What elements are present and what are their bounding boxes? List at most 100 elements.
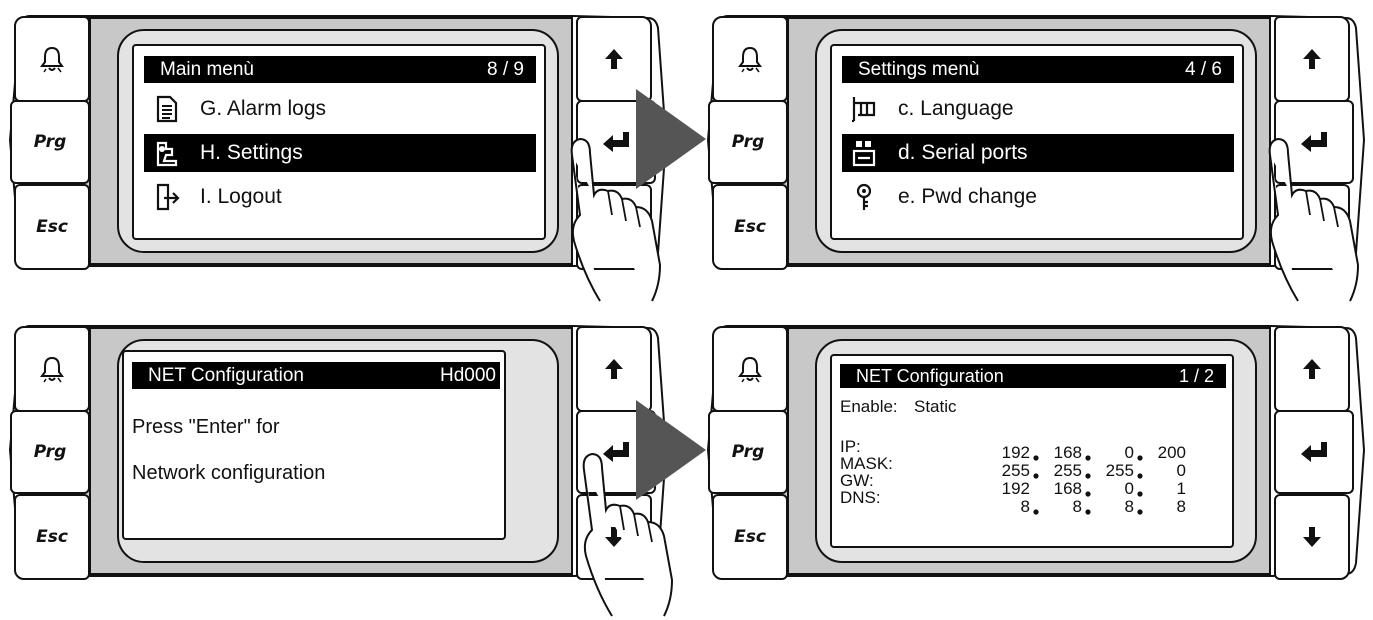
menu-item-alarm-logs[interactable]: G. Alarm logs [144,90,536,128]
lcd-screen: NET Configuration 1 / 2 Enable: Static I… [830,354,1234,548]
screen-code: Hd000 [440,365,496,386]
mask-octet-2[interactable]: 255 [1053,461,1082,480]
page-indicator: 1 / 2 [1178,366,1214,386]
screen-title: NET Configuration [856,366,1004,386]
serial-port-icon [852,141,876,167]
menu-item-label: c. Language [898,97,1014,120]
panel-net-config-static: Prg Esc NET Configuration 1 / 2 Enable: … [706,318,1366,593]
title-bar: Settings menù 4 / 6 [842,56,1234,83]
prg-button[interactable]: Prg [10,100,90,184]
instruction-line-1: Press "Enter" for [132,416,280,438]
screen-title: Settings menù [858,59,980,80]
esc-button[interactable]: Esc [14,494,90,580]
dns-octet-1[interactable]: 8 [1020,497,1030,516]
row-label: GW: [840,471,874,490]
menu-item-language[interactable]: c. Language [842,90,1234,128]
prg-button[interactable]: Prg [708,100,788,184]
ip-octet-1[interactable]: 192 [1001,443,1030,462]
flag-icon [852,97,876,123]
screen-title: NET Configuration [148,365,304,386]
mask-octet-4[interactable]: 0 [1176,461,1186,480]
prg-label: Prg [33,132,67,152]
prg-button[interactable]: Prg [708,410,788,494]
alarm-button[interactable] [712,326,788,412]
row-label: IP: [840,437,861,456]
esc-label: Esc [734,527,766,547]
prg-button[interactable]: Prg [10,410,90,494]
title-bar: Main menù 8 / 9 [144,56,536,83]
esc-button[interactable]: Esc [712,184,788,270]
enter-arrow-icon [1301,132,1327,152]
lcd-screen: NET Configuration Hd000 Press "Enter" fo… [122,350,506,540]
page-indicator: 8 / 9 [487,59,524,80]
arrow-up-icon [1303,49,1321,69]
esc-label: Esc [734,217,766,237]
bell-icon [40,46,64,73]
ip-octet-2[interactable]: 168 [1053,443,1082,462]
arrow-up-icon [605,359,623,379]
document-icon [156,95,178,123]
title-bar: NET Configuration 1 / 2 [840,364,1226,388]
enter-button[interactable] [1274,410,1354,494]
title-bar: NET Configuration Hd000 [132,362,500,389]
prg-label: Prg [731,442,765,462]
alarm-button[interactable] [712,16,788,102]
alarm-button[interactable] [14,326,90,412]
panel-main-menu: Prg Esc Main menù 8 / 9 G. Alarm logs H.… [8,8,668,283]
arrow-up-icon [605,49,623,69]
alarm-button[interactable] [14,16,90,102]
dns-octet-2[interactable]: 8 [1072,497,1082,516]
up-button[interactable] [576,326,652,412]
wrench-icon [156,141,178,167]
esc-label: Esc [36,527,68,547]
pointing-hand-icon [570,137,662,302]
menu-item-serial-ports[interactable]: d. Serial ports [842,134,1234,172]
ip-octet-4[interactable]: 200 [1157,443,1186,462]
gw-octet-3[interactable]: 0 [1124,479,1134,498]
dns-octet-4[interactable]: 8 [1176,497,1186,516]
mask-octet-3[interactable]: 255 [1105,461,1134,480]
menu-item-label: d. Serial ports [898,141,1028,164]
gw-octet-1[interactable]: 192 [1001,479,1030,498]
arrow-down-icon [1303,527,1321,547]
logout-door-icon [156,183,180,211]
enter-arrow-icon [603,442,629,462]
row-label: MASK: [840,454,893,473]
right-arrow-icon [636,89,706,189]
ip-octet-3[interactable]: 0 [1124,443,1134,462]
lcd-screen: Settings menù 4 / 6 c. Language d. Seria… [830,44,1244,240]
esc-label: Esc [36,217,68,237]
gw-octet-2[interactable]: 168 [1053,479,1082,498]
bell-icon [738,356,762,383]
prg-label: Prg [33,442,67,462]
menu-item-label: G. Alarm logs [200,97,327,120]
page-indicator: 4 / 6 [1185,59,1222,80]
up-button[interactable] [1274,326,1350,412]
arrow-down-icon [605,527,623,547]
lcd-screen: Main menù 8 / 9 G. Alarm logs H. Setting… [132,44,546,240]
mask-octet-1[interactable]: 255 [1001,461,1030,480]
screen-title: Main menù [160,59,254,80]
down-button[interactable] [1274,494,1350,580]
menu-item-logout[interactable]: I. Logout [144,178,536,216]
key-icon [856,183,872,210]
enable-value[interactable]: Static [914,397,957,416]
up-button[interactable] [1274,16,1350,102]
bell-icon [738,46,762,73]
panel-settings-menu: Prg Esc Settings menù 4 / 6 c. Language … [706,8,1366,283]
panel-net-config-intro: Prg Esc NET Configuration Hd000 Press "E… [8,318,668,593]
menu-item-label: I. Logout [200,185,282,208]
esc-button[interactable]: Esc [712,494,788,580]
menu-item-settings[interactable]: H. Settings [144,134,536,172]
gw-octet-4[interactable]: 1 [1176,479,1186,498]
enter-arrow-icon [1301,442,1327,462]
prg-label: Prg [731,132,765,152]
octet-separators [1033,455,1143,515]
row-label: DNS: [840,488,881,507]
esc-button[interactable]: Esc [14,184,90,270]
menu-item-pwd-change[interactable]: e. Pwd change [842,178,1234,216]
dns-octet-3[interactable]: 8 [1124,497,1134,516]
instruction-line-2: Network configuration [132,462,326,484]
arrow-up-icon [1303,359,1321,379]
menu-item-label: H. Settings [200,141,303,164]
